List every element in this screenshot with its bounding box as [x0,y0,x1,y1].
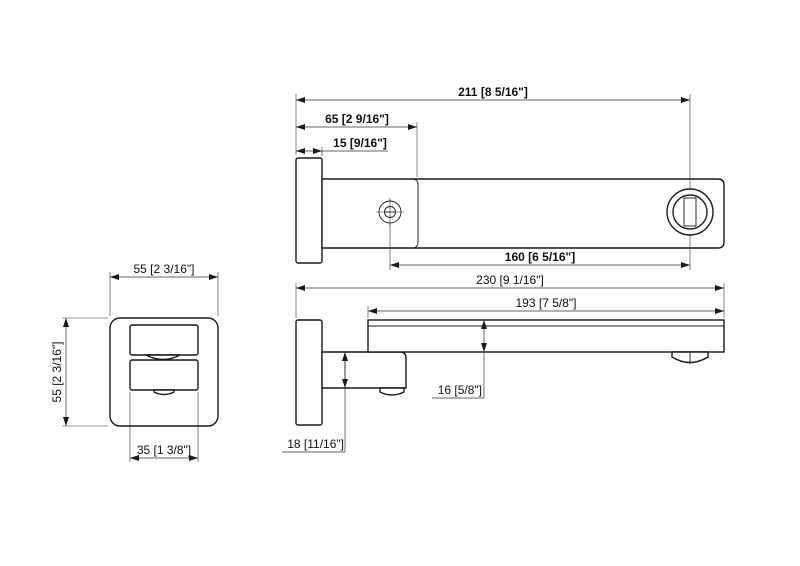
top-mount-block [322,178,419,249]
front-screw-icon [153,389,175,396]
set-screw-icon [376,198,404,226]
dim-side-arm-height: 18 [11/16"] [287,437,344,451]
dim-top-overall-length: 211 [8 5/16"] [458,85,528,99]
dim-top-screw-position: 65 [2 9/16"] [325,112,389,126]
front-arm-block [129,359,199,391]
dim-front-plate-width: 55 [2 3/16"] [134,262,195,276]
side-wall-plate [295,319,323,426]
dim-side-spout-height: 16 [5/8"] [438,383,482,397]
side-view: 230 [9 1/16"] 193 [7 5/8"] 16 [5/8"] 18 … [282,273,725,453]
dim-side-spout-length: 193 [7 5/8"] [516,296,577,310]
dim-front-arm-width: 35 [1 3/8"] [137,443,191,457]
dim-top-screw-to-outlet: 160 [6 5/16"] [505,250,575,264]
front-view: 55 [2 3/16"] 55 [2 3/16"] 35 [1 3/8"] [50,262,219,462]
dim-side-overall-length: 230 [9 1/16"] [476,273,544,287]
side-arm [321,351,407,389]
top-view: 211 [8 5/16"] 65 [2 9/16"] 15 [9/16"] 16… [295,85,725,270]
side-spout-body [367,319,725,353]
aerator-outlet-icon [666,188,714,236]
top-spout-arm [321,178,725,249]
top-wall-plate [295,157,323,264]
front-spout-face [129,324,199,356]
side-screw-icon [379,387,405,396]
dim-top-plate-thickness: 15 [9/16"] [333,136,387,150]
dim-front-plate-height: 55 [2 3/16"] [50,342,64,403]
